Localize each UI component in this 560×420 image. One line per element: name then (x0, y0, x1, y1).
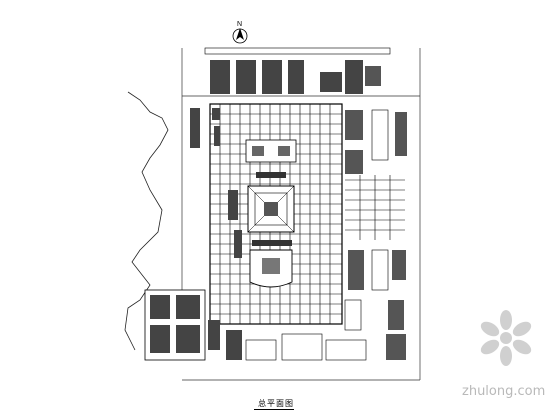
north-label: N (237, 21, 243, 28)
watermark-logo-icon (480, 310, 532, 366)
bottom-left-cluster (144, 289, 220, 361)
watermark-brand-text: zhulong.com (462, 384, 546, 399)
drawing-title: 总平面图 (258, 399, 294, 408)
north-arrow-icon (232, 28, 248, 44)
right-building-blocks (344, 109, 407, 331)
site-boundary-line (124, 91, 169, 351)
left-building-column (190, 108, 242, 258)
title-underline (254, 409, 294, 410)
top-building-row (204, 47, 391, 94)
central-axis-features (245, 139, 297, 288)
bottom-building-row (226, 330, 406, 361)
